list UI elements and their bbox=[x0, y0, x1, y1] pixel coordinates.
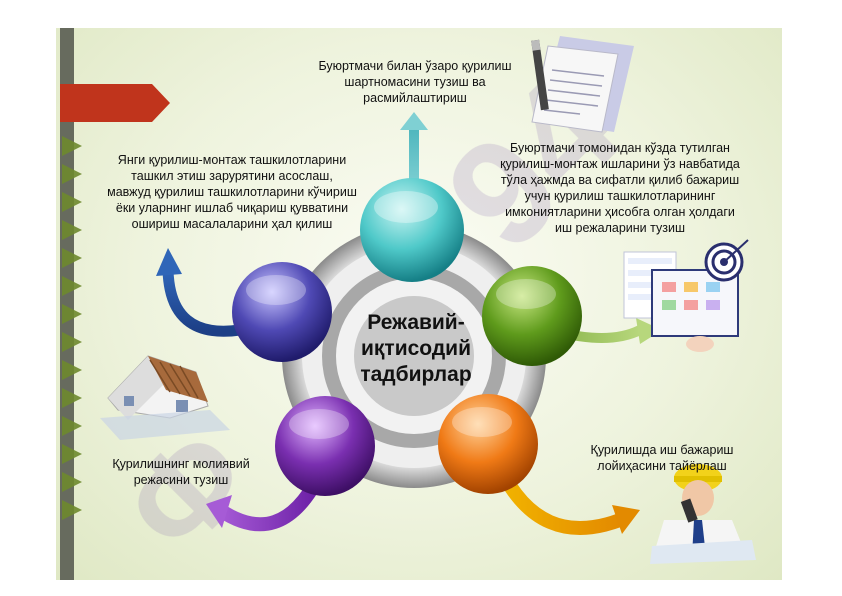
center-title: Режавий- иқтисодий тадбирлар bbox=[360, 311, 472, 386]
node-top bbox=[360, 178, 464, 282]
arrow-left bbox=[156, 248, 241, 337]
contract-document-icon bbox=[531, 36, 634, 133]
node-bottom-right bbox=[438, 394, 538, 494]
engineer-icon bbox=[650, 464, 756, 564]
text-work-project: Қурилишда иш бажариш лойиҳасини тайёрлаш bbox=[590, 443, 734, 473]
target-icon bbox=[704, 239, 749, 282]
text-new-organizations: Янги қурилиш-монтаж ташкилотларини ташки… bbox=[107, 153, 357, 231]
decorative-arrow-column bbox=[62, 136, 82, 520]
node-bottom-left bbox=[275, 396, 375, 496]
text-financial-plan: Қурилишнинг молиявий режасини тузиш bbox=[112, 457, 250, 487]
arrow-top bbox=[400, 112, 428, 208]
node-left bbox=[232, 262, 332, 362]
text-contract: Буюртмачи билан ўзаро қурилиш шартномаси… bbox=[318, 59, 512, 105]
node-right bbox=[482, 266, 582, 366]
dashboard-analytics-icon bbox=[623, 251, 739, 352]
red-ribbon bbox=[60, 84, 170, 122]
text-work-plans: Буюртмачи томонидан кўзда тутилган қурил… bbox=[500, 141, 740, 235]
house-construction-icon bbox=[100, 355, 230, 440]
